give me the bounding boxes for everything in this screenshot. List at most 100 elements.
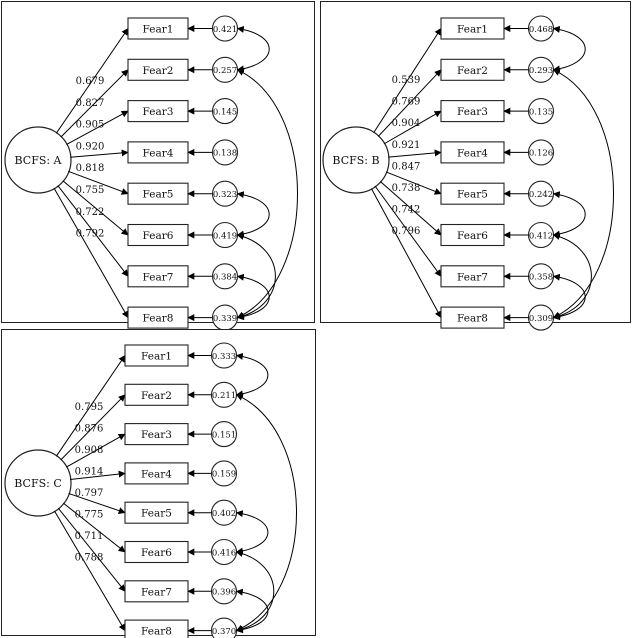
loading-value: 0.827 [76,98,105,109]
loading-arrow [379,181,442,236]
error-covariance-arc [235,352,269,398]
loading-arrow [373,27,442,134]
observed-item-label: Fear3 [457,106,488,118]
loading-value: 0.818 [76,163,105,174]
error-variance-value: 0.211 [212,391,236,401]
error-variance-value: 0.419 [213,231,237,241]
loading-value: 0.908 [75,445,104,456]
loading-arrow [374,185,442,277]
error-covariance-arc [552,191,586,238]
observed-item-label: Fear2 [143,65,174,77]
error-variance-value: 0.333 [212,352,236,362]
error-variance-value: 0.138 [213,149,237,159]
loading-value: 0.539 [392,75,421,86]
loading-value: 0.679 [76,76,105,87]
error-covariance-arc [235,394,297,632]
loading-value: 0.904 [392,118,421,129]
latent-factor-label: BCFS: C [14,477,62,490]
latent-factor-circle [322,126,390,194]
error-variance-value: 0.421 [213,25,237,35]
loading-value: 0.847 [392,161,421,172]
observed-item-label: Fear7 [457,271,488,283]
loading-arrow [370,188,442,319]
error-covariance-arc [235,588,269,634]
latent-factor-circle [4,449,72,517]
error-covariance-arc [236,191,270,238]
error-variance-value: 0.309 [529,314,553,324]
loading-value: 0.914 [75,467,104,478]
observed-item-label: Fear5 [143,189,174,201]
diagram-panel-c: BCFS: C 0.795 Fear1 0.333 0.876 Fear2 0.211 0.9… [1,329,316,638]
observed-item-label: Fear3 [143,106,174,118]
loading-arrow [70,149,129,158]
observed-item-label: Fear6 [141,547,172,559]
loading-value: 0.755 [76,185,105,196]
error-variance-value: 0.468 [529,25,553,35]
error-variance-value: 0.151 [212,430,236,440]
observed-item-label: Fear8 [457,313,488,325]
loading-arrow [62,180,129,236]
loading-arrow [65,433,126,468]
error-variance-value: 0.416 [212,548,236,558]
error-variance-value: 0.396 [212,588,236,598]
observed-item-label: Fear2 [141,390,172,402]
observed-item-label: Fear4 [141,468,172,480]
error-variance-value: 0.135 [529,107,553,117]
loading-arrow [60,394,126,461]
error-covariance-arc [236,69,298,319]
observed-item-label: Fear4 [143,147,174,159]
loading-arrow [385,171,442,195]
observed-item-label: Fear6 [143,230,174,242]
loading-arrow [55,354,126,457]
observed-item-label: Fear1 [141,351,172,363]
observed-item-label: Fear1 [143,24,174,36]
loading-arrow [57,185,129,277]
loading-value: 0.876 [75,424,104,435]
observed-item-label: Fear5 [457,189,488,201]
latent-factor-label: BCFS: B [332,154,379,167]
observed-item-label: Fear8 [141,626,172,638]
error-variance-value: 0.370 [212,627,236,637]
loading-value: 0.796 [392,226,421,237]
error-covariance-arc [235,510,269,555]
loading-value: 0.905 [76,120,105,131]
loading-value: 0.738 [392,183,421,194]
error-variance-value: 0.358 [529,273,553,283]
error-variance-value: 0.242 [529,190,553,200]
loading-value: 0.920 [76,141,105,152]
error-variance-value: 0.402 [212,509,236,519]
loading-arrow [388,149,442,158]
loading-arrow [63,502,126,553]
path-diagram-c: BCFS: C 0.795 Fear1 0.333 0.876 Fear2 0.211 0.9… [4,342,297,638]
loading-arrow [377,69,442,137]
observed-item-label: Fear4 [457,147,488,159]
error-variance-value: 0.384 [213,273,237,283]
observed-item-label: Fear1 [457,24,488,36]
loading-value: 0.775 [75,510,104,521]
loading-arrow [60,69,129,138]
latent-factor-circle [4,126,72,194]
error-variance-value: 0.339 [213,314,237,324]
latent-factor-label: BCFS: A [14,154,62,167]
observed-item-label: Fear7 [143,271,174,283]
loading-arrow [383,110,442,145]
loading-value: 0.797 [75,488,104,499]
loading-value: 0.792 [76,229,105,240]
loading-arrow [68,492,126,514]
loading-value: 0.795 [75,402,104,413]
error-covariance-arc [552,25,586,73]
observed-item-label: Fear2 [457,65,488,77]
observed-item-label: Fear8 [143,313,174,325]
error-variance-value: 0.293 [529,66,553,76]
error-covariance-arc [552,69,614,319]
error-variance-value: 0.145 [213,107,237,117]
error-variance-value: 0.412 [529,231,553,241]
loading-value: 0.788 [75,553,104,564]
error-variance-value: 0.323 [213,190,237,200]
observed-item-label: Fear7 [141,586,172,598]
loading-arrow [53,187,129,319]
observed-item-label: Fear3 [141,429,172,441]
